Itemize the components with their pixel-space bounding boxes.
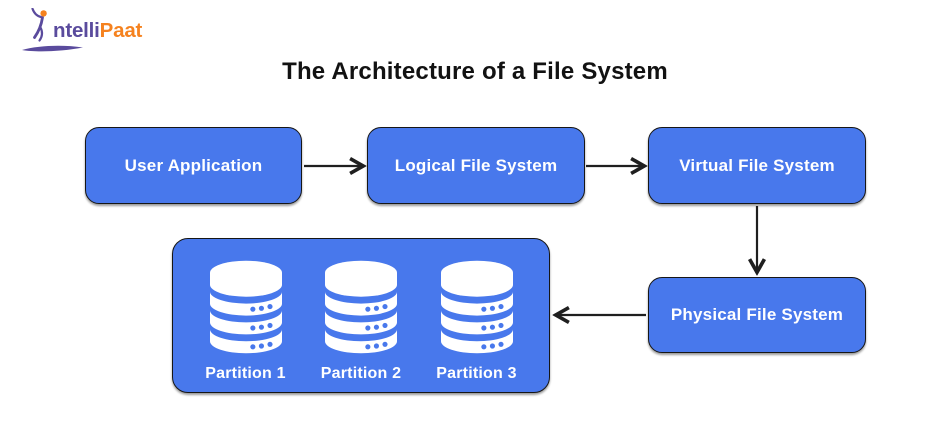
logo-text-ntelli: ntelli — [53, 19, 100, 42]
node-label: User Application — [124, 155, 263, 175]
node-label: Physical File System — [670, 305, 844, 324]
node-virtual-file-system: Virtual File System — [648, 127, 866, 204]
database-icon — [434, 259, 520, 355]
node-user-application: User Application — [85, 127, 302, 204]
logo-swoosh-underline — [22, 45, 83, 52]
node-logical-file-system: Logical File System — [367, 127, 585, 204]
intellipaat-logo: ntelliPaat — [22, 6, 146, 56]
partition-label: Partition 2 — [320, 365, 402, 382]
node-physical-file-system: Physical File System — [648, 277, 866, 353]
logo-wordmark: ntelliPaat — [53, 19, 142, 43]
diagram-title: The Architecture of a File System — [282, 58, 668, 85]
node-label: Virtual File System — [679, 155, 835, 175]
logo-person-figure-icon — [31, 8, 47, 42]
logo-text-paat: Paat — [99, 19, 143, 42]
node-label: Logical File System — [394, 155, 558, 175]
partition-item: Partition 1 — [203, 259, 289, 383]
database-icon — [318, 259, 404, 355]
partitions-panel: Partition 1 Partition 2 Partition 3 — [172, 238, 550, 393]
database-icon — [203, 259, 289, 355]
partition-item: Partition 3 — [434, 259, 520, 383]
partition-label: Partition 3 — [436, 365, 517, 382]
partition-label: Partition 1 — [205, 365, 286, 382]
partition-item: Partition 2 — [318, 259, 404, 383]
